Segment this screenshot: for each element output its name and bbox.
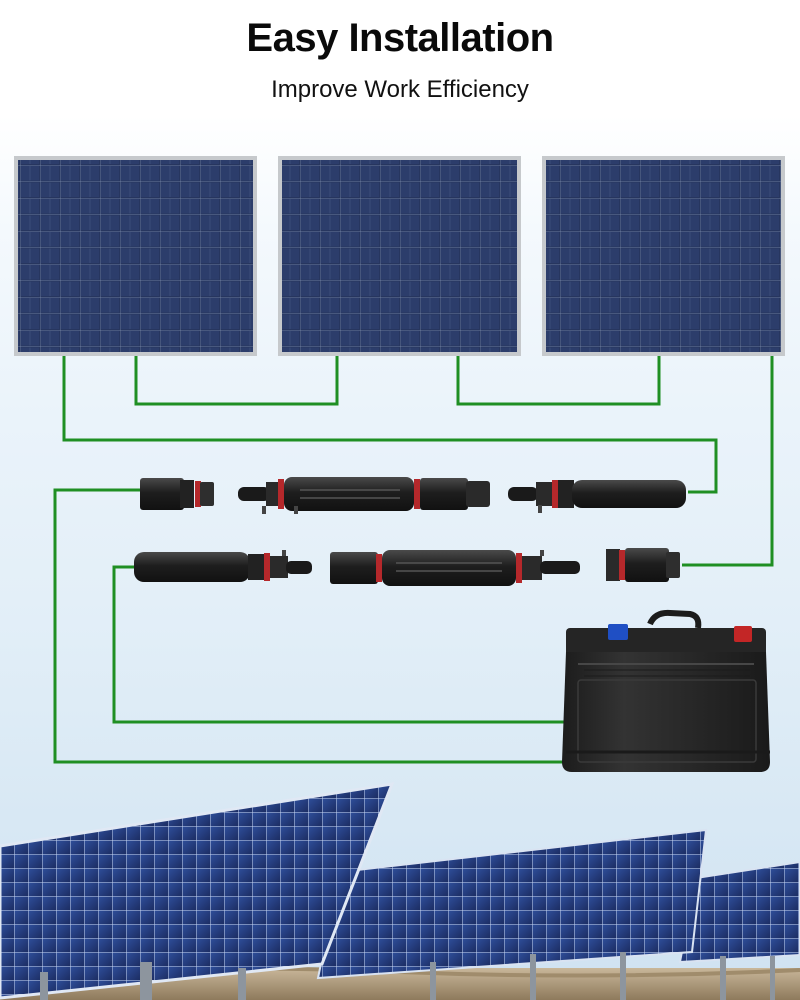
solar-panel-left [14,156,257,356]
mc4-connector-female-bottom [606,548,680,582]
battery [562,609,770,772]
wiring [53,356,774,764]
wire-panel3-to-connector [682,356,774,567]
wire-panel2-to-panel3 [456,356,661,406]
battery-positive-terminal [734,626,752,642]
wire-branch-to-battery-lower [112,565,566,724]
wire-panel1-to-panel2 [134,356,339,406]
mc4-connector-male-bottom [134,550,312,582]
battery-negative-terminal [608,624,628,640]
solar-farm [0,782,800,1000]
page-title: Easy Installation [246,16,554,60]
mc4-connector-male-top [508,480,686,513]
mc4-branch-connector-bottom [330,550,580,586]
page-subtitle: Improve Work Efficiency [271,76,529,103]
solar-panel-middle [278,156,521,356]
solar-panel-right [542,156,785,356]
mc4-connector-female-top [140,478,214,510]
wire-panel1-to-connector [62,356,718,494]
wire-branch-to-battery-upper [53,488,566,764]
mc4-branch-connector-top [238,477,490,514]
